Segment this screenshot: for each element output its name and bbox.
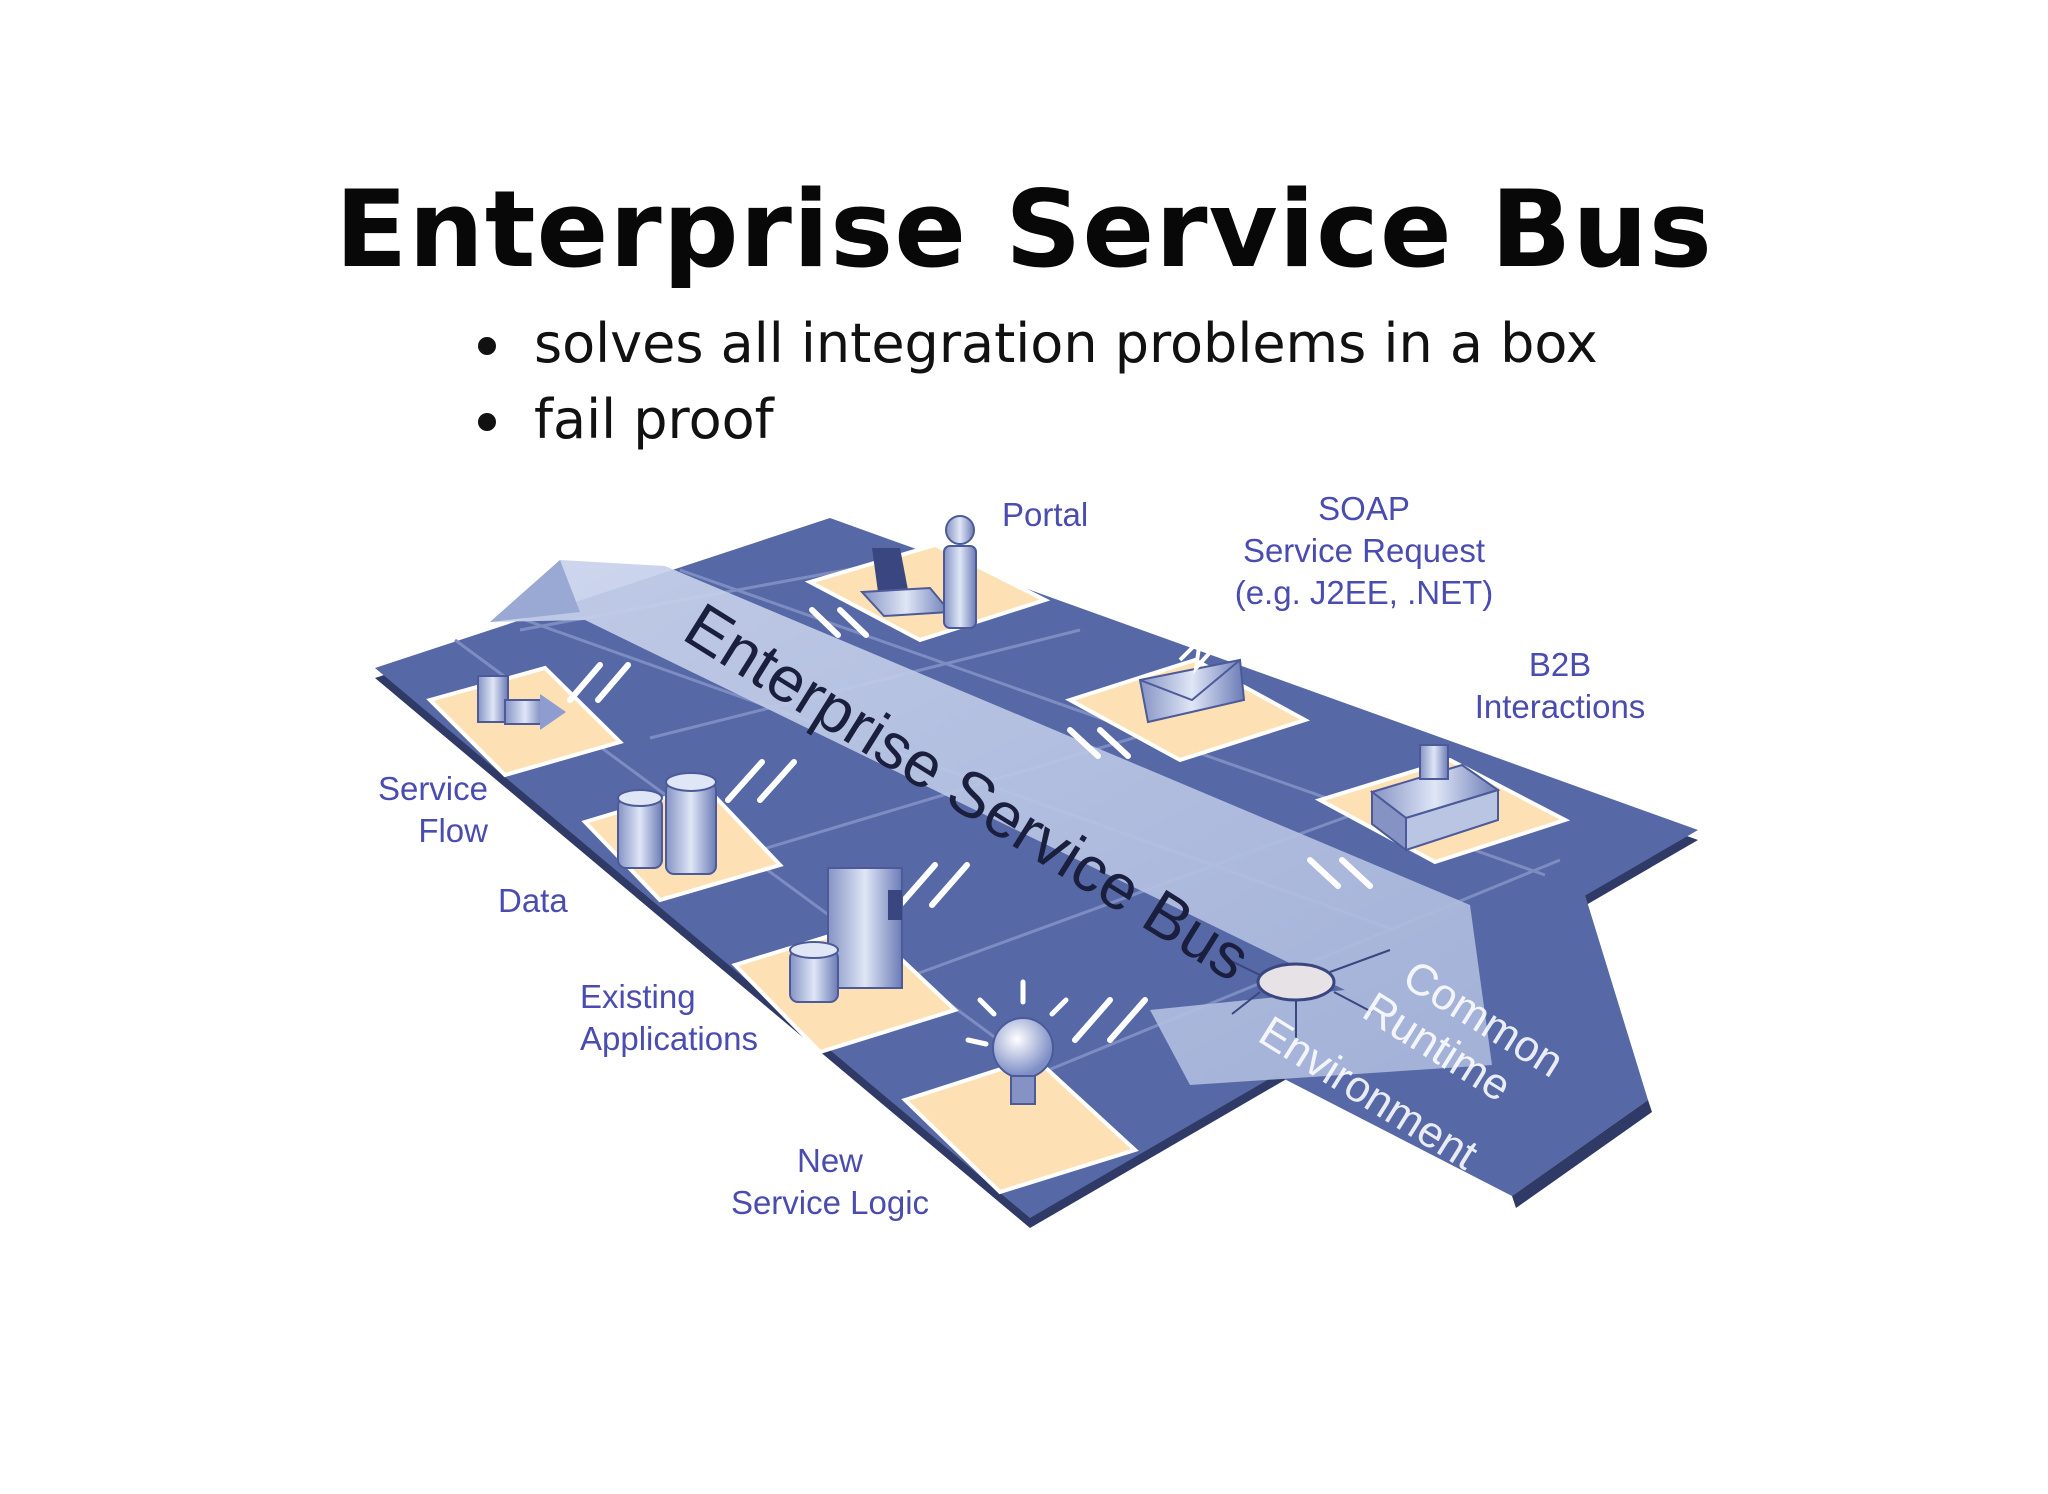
portal-user-icon bbox=[859, 515, 977, 629]
label-data: Data bbox=[498, 882, 568, 919]
label-b2b: Interactions bbox=[1475, 688, 1646, 725]
factory-icon bbox=[1369, 744, 1501, 853]
label-service-flow: Service bbox=[378, 770, 488, 807]
slide-title: Enterprise Service Bus bbox=[334, 168, 1713, 291]
hub-icon bbox=[1224, 949, 1391, 1040]
label-portal: Portal bbox=[1002, 496, 1088, 533]
envelope-icon bbox=[1138, 628, 1246, 724]
label-soap: (e.g. J2EE, .NET) bbox=[1235, 574, 1494, 611]
lightbulb-icon bbox=[965, 979, 1069, 1105]
label-new-logic: Service Logic bbox=[731, 1184, 929, 1221]
label-existing-apps: Applications bbox=[580, 1020, 758, 1057]
bus-arrow bbox=[490, 560, 1492, 1085]
service-flow-icon bbox=[477, 675, 566, 730]
bullet-item: solves all integration problems in a box bbox=[470, 306, 1598, 382]
label-soap: SOAP bbox=[1318, 490, 1410, 527]
label-existing-apps: Existing bbox=[580, 978, 696, 1015]
server-icon bbox=[789, 867, 903, 1003]
label-soap: Service Request bbox=[1243, 532, 1485, 569]
database-icon bbox=[617, 772, 717, 875]
label-new-logic: New bbox=[797, 1142, 863, 1179]
bullet-item: fail proof bbox=[470, 382, 1598, 458]
label-service-flow: Flow bbox=[418, 812, 488, 849]
bullet-list: solves all integration problems in a box… bbox=[470, 306, 1598, 458]
io-arrows bbox=[567, 607, 1373, 1043]
label-b2b: B2B bbox=[1529, 646, 1591, 683]
